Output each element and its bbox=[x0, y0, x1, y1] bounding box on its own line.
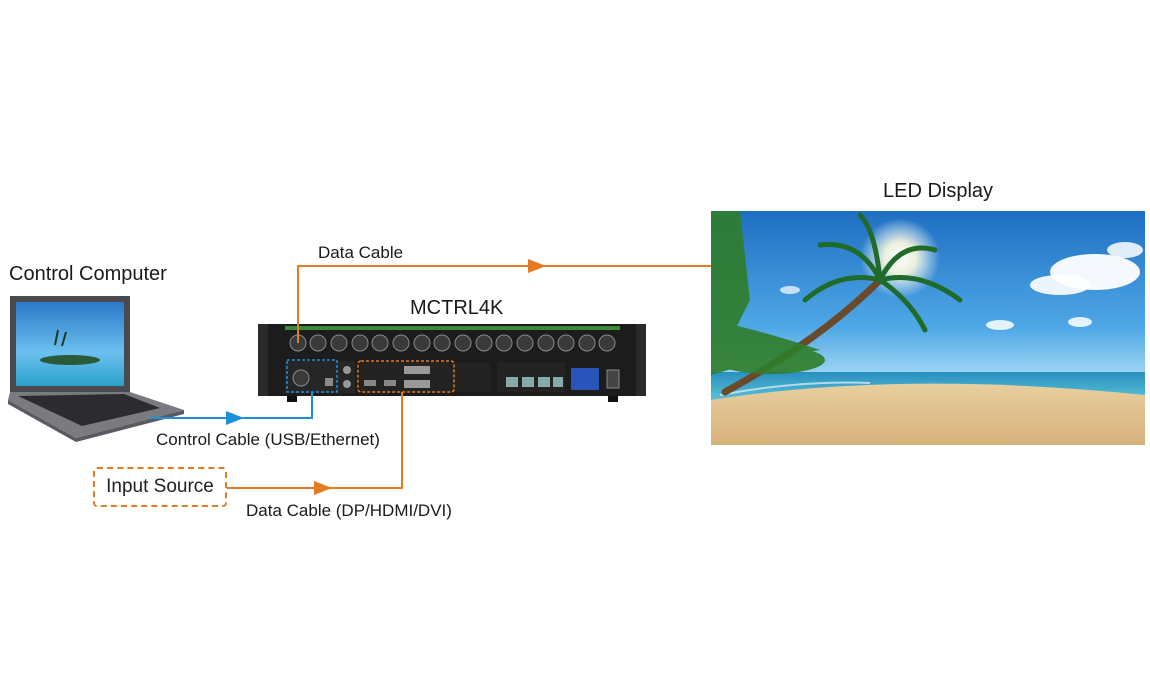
control-cable-label: Control Cable (USB/Ethernet) bbox=[156, 430, 380, 450]
controller-device bbox=[258, 324, 646, 402]
input-data-cable-label: Data Cable (DP/HDMI/DVI) bbox=[246, 501, 452, 521]
input-source-label: Input Source bbox=[106, 476, 214, 498]
laptop-icon bbox=[8, 296, 184, 442]
led-display-title: LED Display bbox=[883, 180, 993, 203]
data-cable-label: Data Cable bbox=[318, 243, 403, 263]
input-source-box: Input Source bbox=[93, 467, 227, 507]
device-title: MCTRL4K bbox=[410, 297, 503, 320]
arrow-right-icon bbox=[314, 481, 332, 495]
arrow-right-icon bbox=[226, 411, 244, 425]
control-computer-title: Control Computer bbox=[9, 263, 167, 286]
arrow-right-icon bbox=[528, 259, 546, 273]
led-display-image bbox=[711, 211, 1145, 445]
